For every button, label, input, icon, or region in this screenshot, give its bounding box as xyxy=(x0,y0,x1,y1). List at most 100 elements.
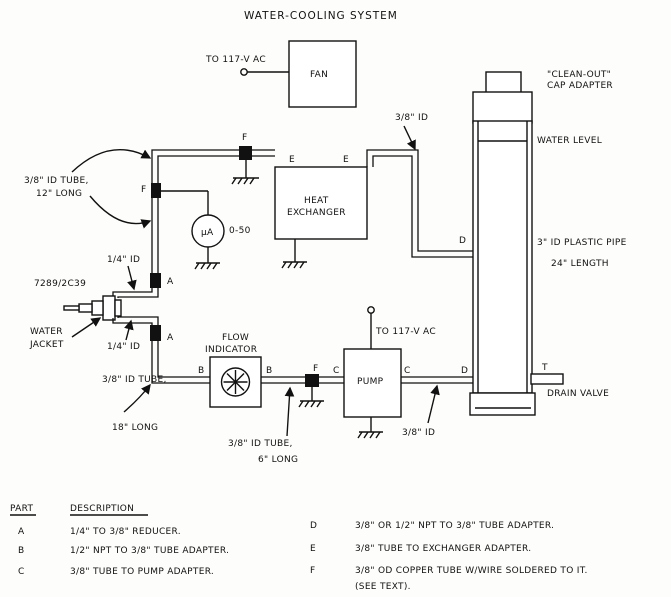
drain-valve-label: DRAIN VALVE xyxy=(547,389,609,399)
ground-hatch xyxy=(293,261,299,269)
tube-anode xyxy=(78,303,93,313)
plastic-pipe xyxy=(472,120,533,394)
legend-part: F xyxy=(310,566,315,576)
tube-jacket-upper-outer xyxy=(112,288,153,298)
cap-adapter xyxy=(472,91,533,124)
id-top-arrow xyxy=(403,125,416,151)
fitting-f-top xyxy=(239,146,252,160)
ground-hatch xyxy=(194,262,200,270)
jacket-label-1: WATER xyxy=(30,327,63,337)
drain-t-label: T xyxy=(541,363,548,373)
ground-hatch xyxy=(287,261,293,269)
tube18-label-2: 18" LONG xyxy=(112,423,158,433)
id-quarter-b-arrow xyxy=(124,319,134,341)
pipe-label: 3" ID PLASTIC PIPE xyxy=(537,238,627,248)
tube12-label-2: 12" LONG xyxy=(36,189,82,199)
water-jacket xyxy=(102,295,116,321)
fitting-c-right-label: C xyxy=(404,366,411,376)
tube18-label-1: 3/8" ID TUBE, xyxy=(102,375,167,385)
id-quarter-a-arrow xyxy=(127,265,137,291)
diagram-title: WATER-COOLING SYSTEM xyxy=(244,10,398,22)
tube-upper-outer xyxy=(151,149,275,277)
id-bottom-label: 3/8" ID xyxy=(402,428,435,438)
cleanout-label: "CLEAN-OUT" xyxy=(547,70,611,80)
legend-desc: 3/8" OD COPPER TUBE W/WIRE SOLDERED TO I… xyxy=(355,566,588,576)
drain-valve xyxy=(530,373,564,385)
fitting-f-left-label: F xyxy=(141,185,146,195)
pump-power-terminal xyxy=(367,306,375,314)
legend-desc: 1/2" NPT TO 3/8" TUBE ADAPTER. xyxy=(70,546,229,556)
tube-model-label: 7289/2C39 xyxy=(34,279,86,289)
flow-indicator-vanes xyxy=(223,370,248,394)
legend-desc: 3/8" OR 1/2" NPT TO 3/8" TUBE ADAPTER. xyxy=(355,521,554,531)
legend-header-part: PART xyxy=(10,504,34,514)
legend-part: C xyxy=(18,567,25,577)
ground-hatch xyxy=(375,431,381,439)
ground-hatch xyxy=(281,261,287,269)
fitting-b-right-label: B xyxy=(266,366,272,376)
ground-hatch xyxy=(363,431,369,439)
jacket-label-2: JACKET xyxy=(29,340,64,350)
legend-note: (SEE TEXT). xyxy=(355,582,411,592)
ground-hatch xyxy=(304,400,310,408)
cap-adapter-label: CAP ADAPTER xyxy=(547,81,613,91)
id-quarter-b-label: 1/4" ID xyxy=(107,342,140,352)
tube-exchanger-out-outer xyxy=(366,149,473,252)
meter-range-label: 0-50 xyxy=(229,226,251,236)
fitting-c-left-label: C xyxy=(333,366,340,376)
reducer-a-lower xyxy=(150,325,161,341)
tube6-label-2: 6" LONG xyxy=(258,455,298,465)
tube18-arrow xyxy=(123,383,151,413)
tube6-label-1: 3/8" ID TUBE, xyxy=(228,439,293,449)
legend-part: E xyxy=(310,544,316,554)
tube-lower-outer xyxy=(151,341,210,384)
heat-exchanger-label-2: EXCHANGER xyxy=(287,208,346,218)
legend-desc: 3/8" TUBE TO PUMP ADAPTER. xyxy=(70,567,214,577)
ground-hatch xyxy=(299,261,305,269)
jacket-arrow xyxy=(71,317,102,338)
reducer-a-upper xyxy=(150,273,161,288)
legend-part: B xyxy=(18,546,24,556)
fitting-f-top-label: F xyxy=(242,133,247,143)
tube-upper-inner xyxy=(157,155,275,277)
water-level-label: WATER LEVEL xyxy=(537,136,602,146)
fitting-d-top-label: D xyxy=(459,236,466,246)
pipe-length-label: 24" LENGTH xyxy=(551,259,609,269)
fitting-f-left xyxy=(151,183,161,198)
reducer-a-upper-label: A xyxy=(167,277,174,287)
parts-legend: PART DESCRIPTION A 1/4" TO 3/8" REDUCER.… xyxy=(10,504,588,592)
ground-hatch xyxy=(249,177,255,185)
id-bottom-arrow xyxy=(427,384,440,424)
pump-label: PUMP xyxy=(357,377,384,387)
fitting-f-bottom xyxy=(305,374,319,387)
legend-header-desc: DESCRIPTION xyxy=(70,504,134,514)
ground-hatch xyxy=(206,262,212,270)
fitting-d-bottom-label: D xyxy=(461,366,468,376)
legend-desc: 3/8" TUBE TO EXCHANGER ADAPTER. xyxy=(355,544,531,554)
ground-hatch xyxy=(316,400,322,408)
tube-lead xyxy=(63,305,80,311)
flow-indicator-label-2: INDICATOR xyxy=(205,345,257,355)
fan-power-label: TO 117-V AC xyxy=(205,55,266,65)
tube-jacket-lower-outer xyxy=(112,318,153,325)
fitting-f-bottom-label: F xyxy=(313,364,318,374)
tube-jacket-upper-inner xyxy=(117,288,159,298)
ground-hatch xyxy=(369,431,375,439)
tube6-arrow xyxy=(284,386,295,437)
tube-cap xyxy=(114,299,122,317)
fitting-e-right-label: E xyxy=(343,155,349,165)
flow-indicator-label-1: FLOW xyxy=(222,333,249,343)
tube-body xyxy=(91,300,104,316)
tube-jacket-lower-inner xyxy=(117,316,159,325)
ground-hatch xyxy=(200,262,206,270)
cleanout-cap xyxy=(485,71,522,95)
tube12-arrow-bottom xyxy=(89,195,152,229)
id-top-label: 3/8" ID xyxy=(395,113,428,123)
tube12-label-1: 3/8" ID TUBE, xyxy=(24,176,89,186)
ground-hatch xyxy=(243,177,249,185)
ground-hatch xyxy=(310,400,316,408)
flow-indicator-dial xyxy=(220,367,251,397)
fitting-e-left-label: E xyxy=(289,155,295,165)
meter-unit-label: µA xyxy=(201,228,214,238)
